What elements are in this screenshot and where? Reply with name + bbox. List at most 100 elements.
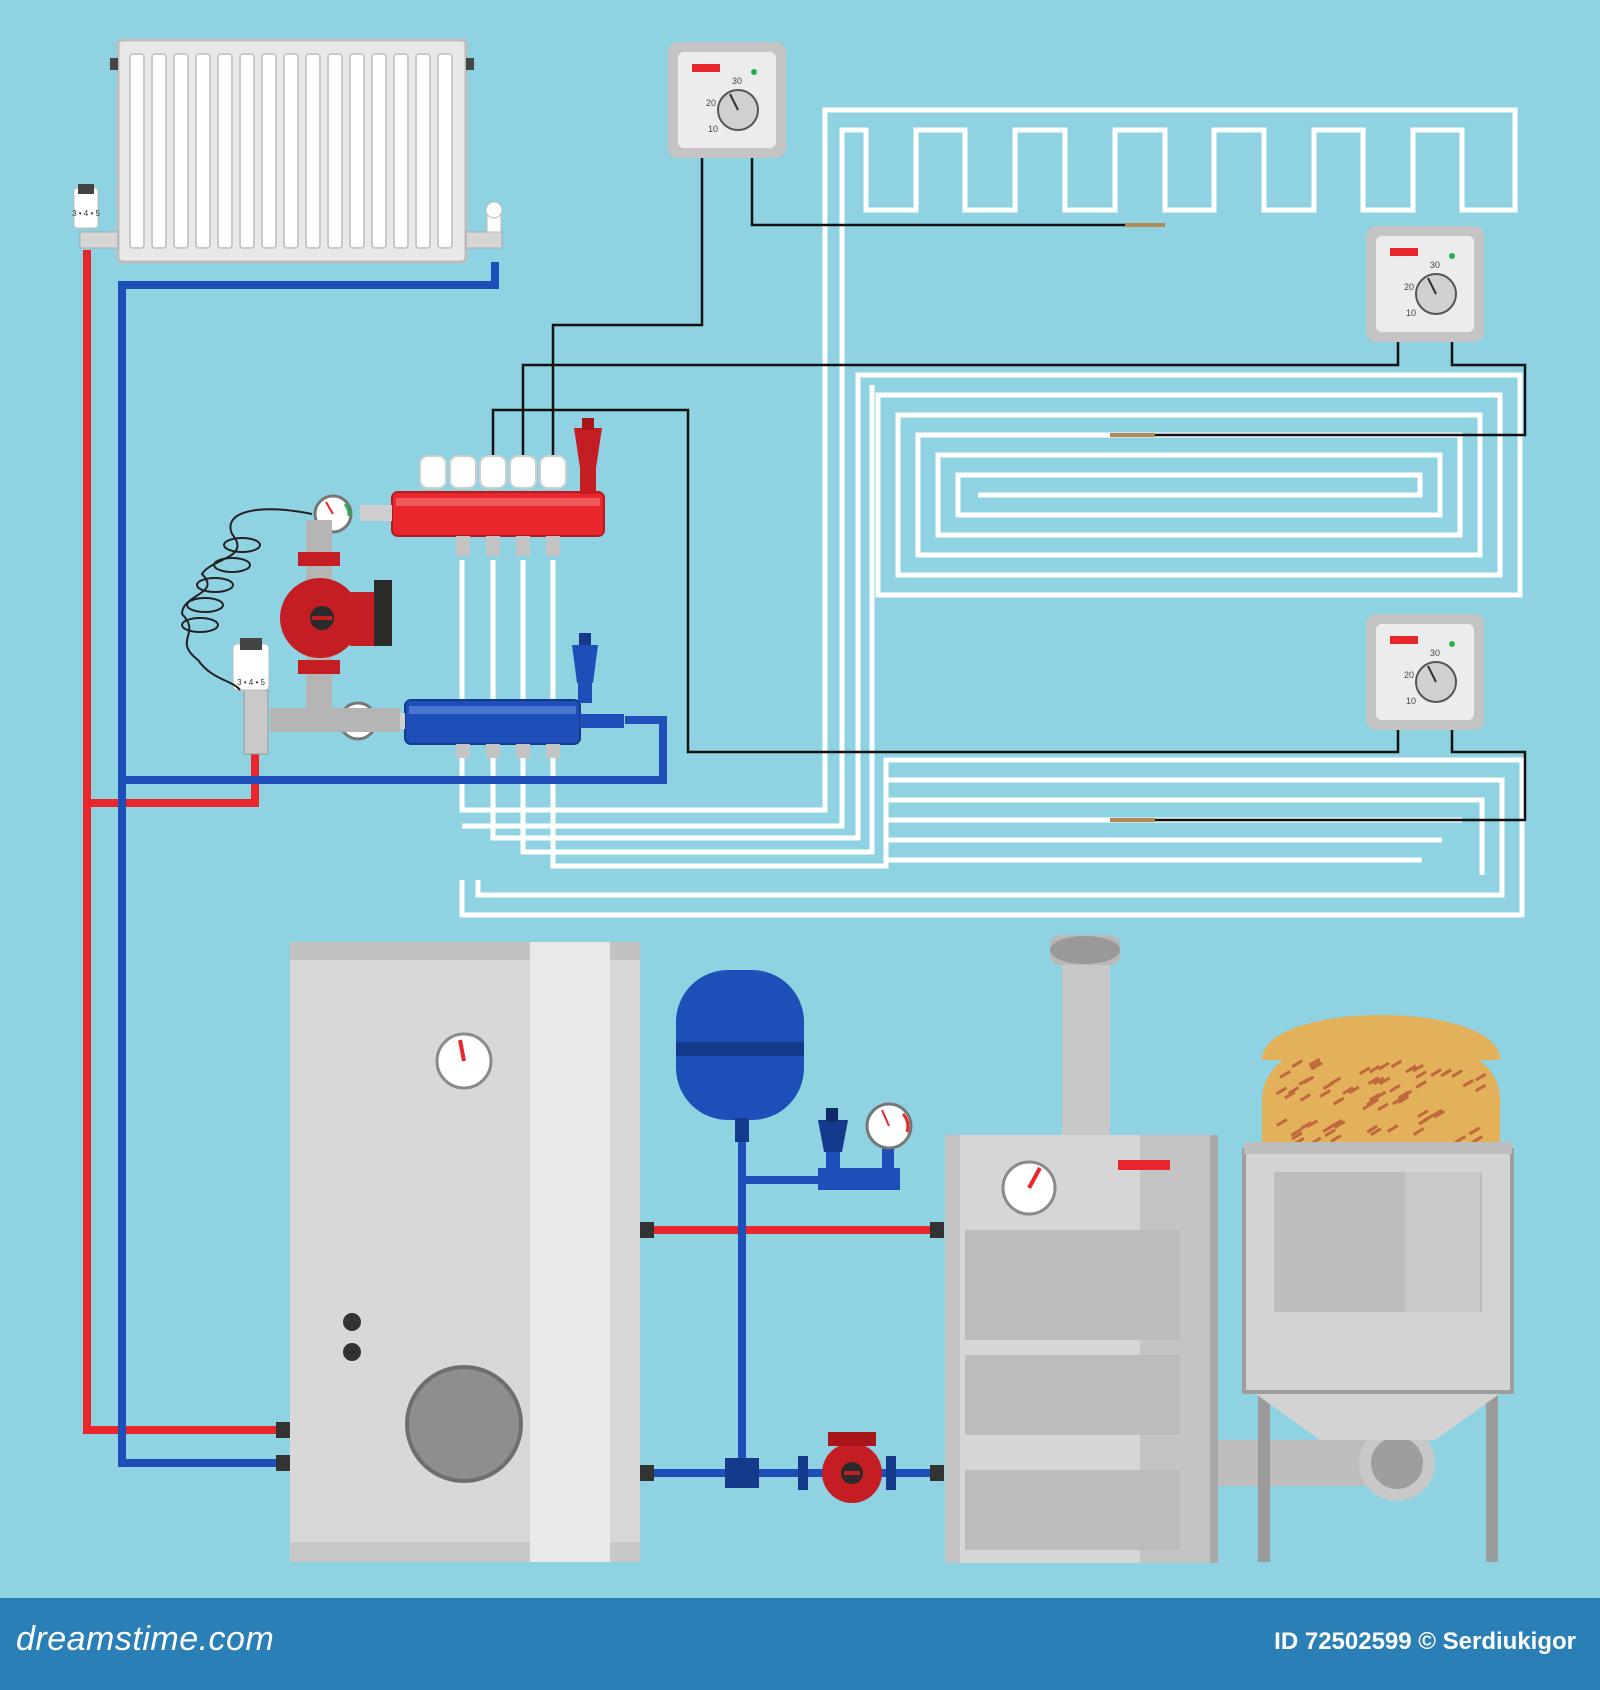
pellet <box>1322 1081 1335 1090</box>
svg-text:30: 30 <box>732 76 742 86</box>
pellet <box>1415 1070 1427 1079</box>
pellet <box>1362 1101 1374 1111</box>
pellet <box>1373 1076 1385 1086</box>
hopper-rim <box>1244 1142 1512 1154</box>
radiator-fin <box>327 53 343 249</box>
pellet <box>1433 1109 1446 1119</box>
pellet <box>1390 1059 1403 1069</box>
svg-text:10: 10 <box>708 124 718 134</box>
pellet <box>1300 1121 1313 1130</box>
lower-loop <box>459 757 1525 918</box>
pellet <box>1389 1084 1401 1093</box>
pellet <box>1366 1097 1378 1106</box>
middle-spiral-loop <box>490 372 1523 841</box>
pellet <box>1377 1061 1390 1071</box>
buffer-tank <box>276 942 654 1562</box>
radiator-fin <box>239 53 255 249</box>
svg-text:20: 20 <box>1404 282 1414 292</box>
pellet <box>1387 1124 1399 1133</box>
pellet <box>1333 1120 1346 1129</box>
pellet <box>1415 1080 1427 1089</box>
diagram-canvas: 3 • 4 • 5 10 20 30 10 20 30 10 20 <box>72 38 1527 1563</box>
radiator-fin <box>393 53 409 249</box>
middle-spiral-return <box>520 385 875 855</box>
pellet <box>1276 1118 1288 1127</box>
pellet <box>1378 1076 1391 1086</box>
brand-logo[interactable]: dreamstime.com <box>16 1620 275 1658</box>
image-credit: ID 72502599 © Serdiukigor <box>1274 1628 1576 1655</box>
svg-text:20: 20 <box>706 98 716 108</box>
pellet <box>1471 1135 1483 1144</box>
pellet <box>1319 1089 1331 1098</box>
expansion-vessel <box>676 970 913 1190</box>
pellet <box>1279 1070 1291 1079</box>
pellet <box>1308 1057 1321 1067</box>
actuator-heads <box>419 455 567 489</box>
radiator-fin <box>261 53 277 249</box>
pellet <box>1322 1124 1335 1133</box>
radiator-fin <box>349 53 365 249</box>
radiator-valve-scale: 3 • 4 • 5 <box>72 209 100 218</box>
pellet <box>1311 1061 1323 1071</box>
pellet <box>1290 1128 1303 1137</box>
supply-pipes <box>83 250 935 1434</box>
pellet <box>1290 1131 1303 1141</box>
pellet-boiler <box>930 935 1218 1563</box>
radiator: 3 • 4 • 5 <box>72 38 503 264</box>
radiator-fin <box>151 53 167 249</box>
footer-bar: dreamstime.com ID 72502599 © Serdiukigor <box>0 1598 1600 1690</box>
pellet <box>1299 1093 1312 1102</box>
pellet <box>1324 1128 1336 1138</box>
svg-text:30: 30 <box>1430 260 1440 270</box>
radiator-fin <box>415 53 431 249</box>
pellet <box>1377 1102 1389 1112</box>
radiator-fin <box>217 53 233 249</box>
pellet <box>1412 1063 1424 1073</box>
pellet <box>1342 1086 1354 1095</box>
pellet <box>1306 1119 1319 1129</box>
pellet <box>1462 1078 1474 1088</box>
pellet <box>1368 1064 1381 1074</box>
mixing-valve-scale: 3 • 4 • 5 <box>237 678 265 687</box>
radiator-fin <box>129 53 145 249</box>
capillary-coil <box>180 508 313 691</box>
pellet <box>1440 1068 1452 1078</box>
pellet <box>1451 1069 1463 1078</box>
radiator-fin <box>173 53 189 249</box>
radiator-fin <box>437 53 453 249</box>
pellet <box>1454 1135 1467 1144</box>
upper-serpentine-loop <box>459 107 1518 829</box>
pellet <box>1405 1064 1417 1074</box>
pellet <box>1374 1090 1387 1100</box>
manifold-circulation-pump <box>280 552 392 674</box>
pellet <box>1370 1127 1382 1137</box>
pellet <box>1358 1066 1371 1076</box>
pellet <box>1332 1096 1345 1106</box>
pellet <box>1468 1126 1481 1136</box>
pellet <box>1348 1085 1360 1095</box>
room-thermostat-2[interactable]: 10 20 30 <box>1366 226 1484 342</box>
sensor-tips <box>1110 223 1165 822</box>
svg-text:20: 20 <box>1404 670 1414 680</box>
boiler-circulation-pump <box>725 1432 896 1503</box>
floor-heating-loops <box>459 107 1525 918</box>
pellet-pile-fill <box>1262 1032 1500 1150</box>
pellet <box>1397 1093 1409 1102</box>
radiator-fin <box>283 53 299 249</box>
radiator-fin <box>195 53 211 249</box>
pellet <box>1417 1109 1429 1119</box>
svg-text:10: 10 <box>1406 696 1416 706</box>
pellet <box>1366 1124 1378 1134</box>
control-wires <box>491 158 1527 822</box>
svg-text:10: 10 <box>1406 308 1416 318</box>
pellet <box>1397 1095 1410 1104</box>
svg-text:30: 30 <box>1430 648 1440 658</box>
pellet <box>1430 1068 1442 1077</box>
room-thermostat-3[interactable]: 10 20 30 <box>1366 614 1484 730</box>
mixing-pump-group: 3 • 4 • 5 <box>180 508 400 755</box>
pellet <box>1412 1127 1425 1136</box>
radiator-fin <box>305 53 321 249</box>
pellet <box>1474 1072 1487 1082</box>
pellet <box>1474 1083 1487 1093</box>
room-thermostat-1[interactable]: 10 20 30 <box>668 42 786 158</box>
